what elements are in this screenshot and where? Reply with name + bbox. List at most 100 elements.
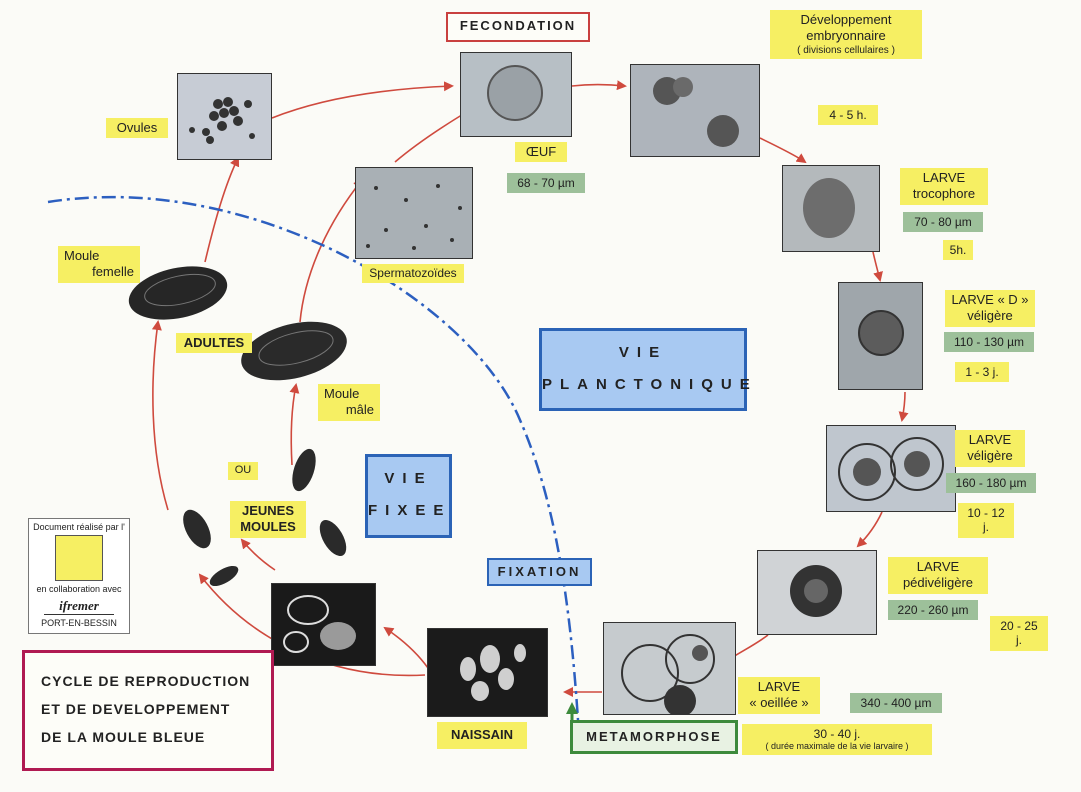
label-veligere-d: LARVE « D » véligère (945, 290, 1035, 327)
arrow-sperm-to-oeuf (394, 108, 472, 163)
photo-embryonnaire (630, 64, 760, 157)
photo-ovules (177, 73, 272, 160)
label-oeillee-time: 30 - 40 j. ( durée maximale de la vie la… (742, 724, 932, 756)
arrow-photo-to-young (240, 538, 276, 571)
credit-line1: Document réalisé par l' (33, 522, 125, 532)
zone-vie-fixee-line1: VIE (384, 470, 433, 487)
stage-fixation: FIXATION (487, 558, 592, 586)
boundary-line (47, 195, 580, 721)
credit-place: PORT-EN-BESSIN (41, 618, 117, 628)
photo-veligere-d (838, 282, 923, 390)
label-dev-time: 4 - 5 h. (818, 105, 878, 126)
label-ou: OU (228, 462, 258, 480)
photo-oeillee (603, 622, 736, 717)
label-naissain: NAISSAIN (437, 722, 527, 749)
mussel-young-1 (292, 448, 316, 492)
label-male-line2: mâle (345, 402, 374, 418)
label-veligere-d-time: 1 - 3 j. (955, 362, 1009, 383)
arrow-veligere-to-pedi (856, 511, 883, 548)
arrow-embryo-to-trocophore (759, 137, 807, 164)
title-line2: ET DE DEVELOPPEMENT (41, 701, 231, 717)
mussel-young-2 (319, 519, 347, 557)
label-pedi-size: 220 - 260 µm (888, 600, 978, 621)
label-male-line1: Moule (324, 386, 360, 401)
label-oeuf-size: 68 - 70 µm (507, 173, 585, 194)
photo-trocophore (782, 165, 880, 252)
stage-metamorphose: METAMORPHOSE (570, 720, 738, 754)
zone-vie-planctonique-line2: PLANCTONIQUE (542, 376, 758, 393)
arrow-d-to-veligere (898, 391, 909, 422)
title-line3: DE LA MOULE BLEUE (41, 729, 206, 745)
label-dev-line3: ( divisions cellulaires ) (797, 44, 895, 56)
label-moule-femelle: Moule femelle (58, 246, 140, 283)
label-pedi-time: 20 - 25 j. (990, 616, 1048, 651)
label-veligere-d-size: 110 - 130 µm (944, 332, 1034, 353)
ifremer-logo: ifremer (44, 598, 114, 615)
zone-vie-fixee: VIE FIXEE (365, 454, 452, 538)
ovules-cells (189, 97, 255, 144)
label-spermatozoides: Spermatozoïdes (362, 264, 464, 283)
mussel-young-3 (183, 509, 211, 549)
label-jeunes-line2: MOULES (240, 519, 296, 535)
title-line1: CYCLE DE REPRODUCTION (41, 673, 251, 689)
label-femelle-line1: Moule (64, 248, 100, 263)
credit-line2: en collaboration avec (36, 584, 122, 594)
label-veligere: LARVE véligère (955, 430, 1025, 467)
label-oeuf: ŒUF (515, 142, 567, 163)
arrow-female-to-ovules (204, 156, 240, 263)
mussel-female (128, 266, 228, 320)
label-trocophore: LARVE trocophore (900, 168, 988, 205)
label-veligere-d-line1: LARVE « D » (951, 292, 1029, 307)
mussel-male (241, 321, 347, 381)
arrow-ovules-to-oeuf (271, 81, 454, 119)
label-jeunes-moules: JEUNES MOULES (230, 501, 306, 538)
label-developpement: Développement embryonnaire ( divisions c… (770, 10, 922, 59)
label-pedi-line1: LARVE (916, 559, 960, 574)
label-adultes: ADULTES (176, 333, 252, 354)
photo-spermatozoides (355, 167, 473, 259)
arrow-oeuf-to-embryo (571, 80, 627, 91)
label-veligere-time: 10 - 12 j. (958, 503, 1014, 538)
photo-naissain (427, 628, 548, 717)
zone-vie-fixee-line2: FIXEE (368, 502, 452, 519)
label-trocophore-size: 70 - 80 µm (903, 212, 983, 233)
label-femelle-line2: femelle (92, 264, 134, 280)
institution-logo-icon (55, 535, 103, 581)
mussel-young-4 (209, 565, 239, 587)
credit-logo-box: Document réalisé par l' en collaboration… (28, 518, 130, 634)
photo-pedivelige (757, 550, 877, 635)
label-oeillee: LARVE « oeillée » (738, 677, 820, 714)
label-dev-line2: embryonnaire (806, 28, 886, 44)
arrow-naissain-to-photo (383, 626, 429, 669)
arrow-male-to-sperm (299, 178, 364, 323)
label-veligere-line2: véligère (967, 448, 1013, 464)
label-oeillee-time-main: 30 - 40 j. (813, 727, 861, 741)
photo-fixation (271, 583, 376, 666)
label-pedi-line2: pédivéligère (902, 575, 974, 591)
label-moule-male: Moule mâle (318, 384, 380, 421)
label-oeillee-size: 340 - 400 µm (850, 693, 942, 714)
photo-veligere (826, 425, 956, 512)
label-trocophore-line2: trocophore (912, 186, 976, 202)
label-dev-line1: Développement (800, 12, 892, 27)
label-oeillee-line2: « oeillée » (749, 695, 809, 711)
diagram-title: CYCLE DE REPRODUCTION ET DE DEVELOPPEMEN… (22, 650, 274, 771)
zone-vie-planctonique: VIE PLANCTONIQUE (539, 328, 758, 411)
arrow-trocophore-to-d (872, 251, 883, 282)
label-veligere-line1: LARVE (968, 432, 1012, 447)
label-trocophore-time: 5h. (943, 240, 973, 261)
label-veligere-size: 160 - 180 µm (946, 473, 1036, 494)
zone-vie-planctonique-line1: VIE (618, 344, 668, 361)
label-oeillee-line1: LARVE (757, 679, 801, 694)
label-pedivelige: LARVE pédivéligère (888, 557, 988, 594)
label-trocophore-line1: LARVE (922, 170, 966, 185)
arrow-young-to-adult (151, 320, 169, 511)
label-ovules: Ovules (106, 118, 168, 139)
label-veligere-d-line2: véligère (967, 308, 1013, 324)
photo-oeuf (460, 52, 572, 137)
label-jeunes-line1: JEUNES (241, 503, 295, 518)
label-oeillee-note: ( durée maximale de la vie larvaire ) (765, 741, 909, 752)
arrow-young-to-male (289, 383, 300, 466)
mussel-illustrations (128, 266, 347, 587)
